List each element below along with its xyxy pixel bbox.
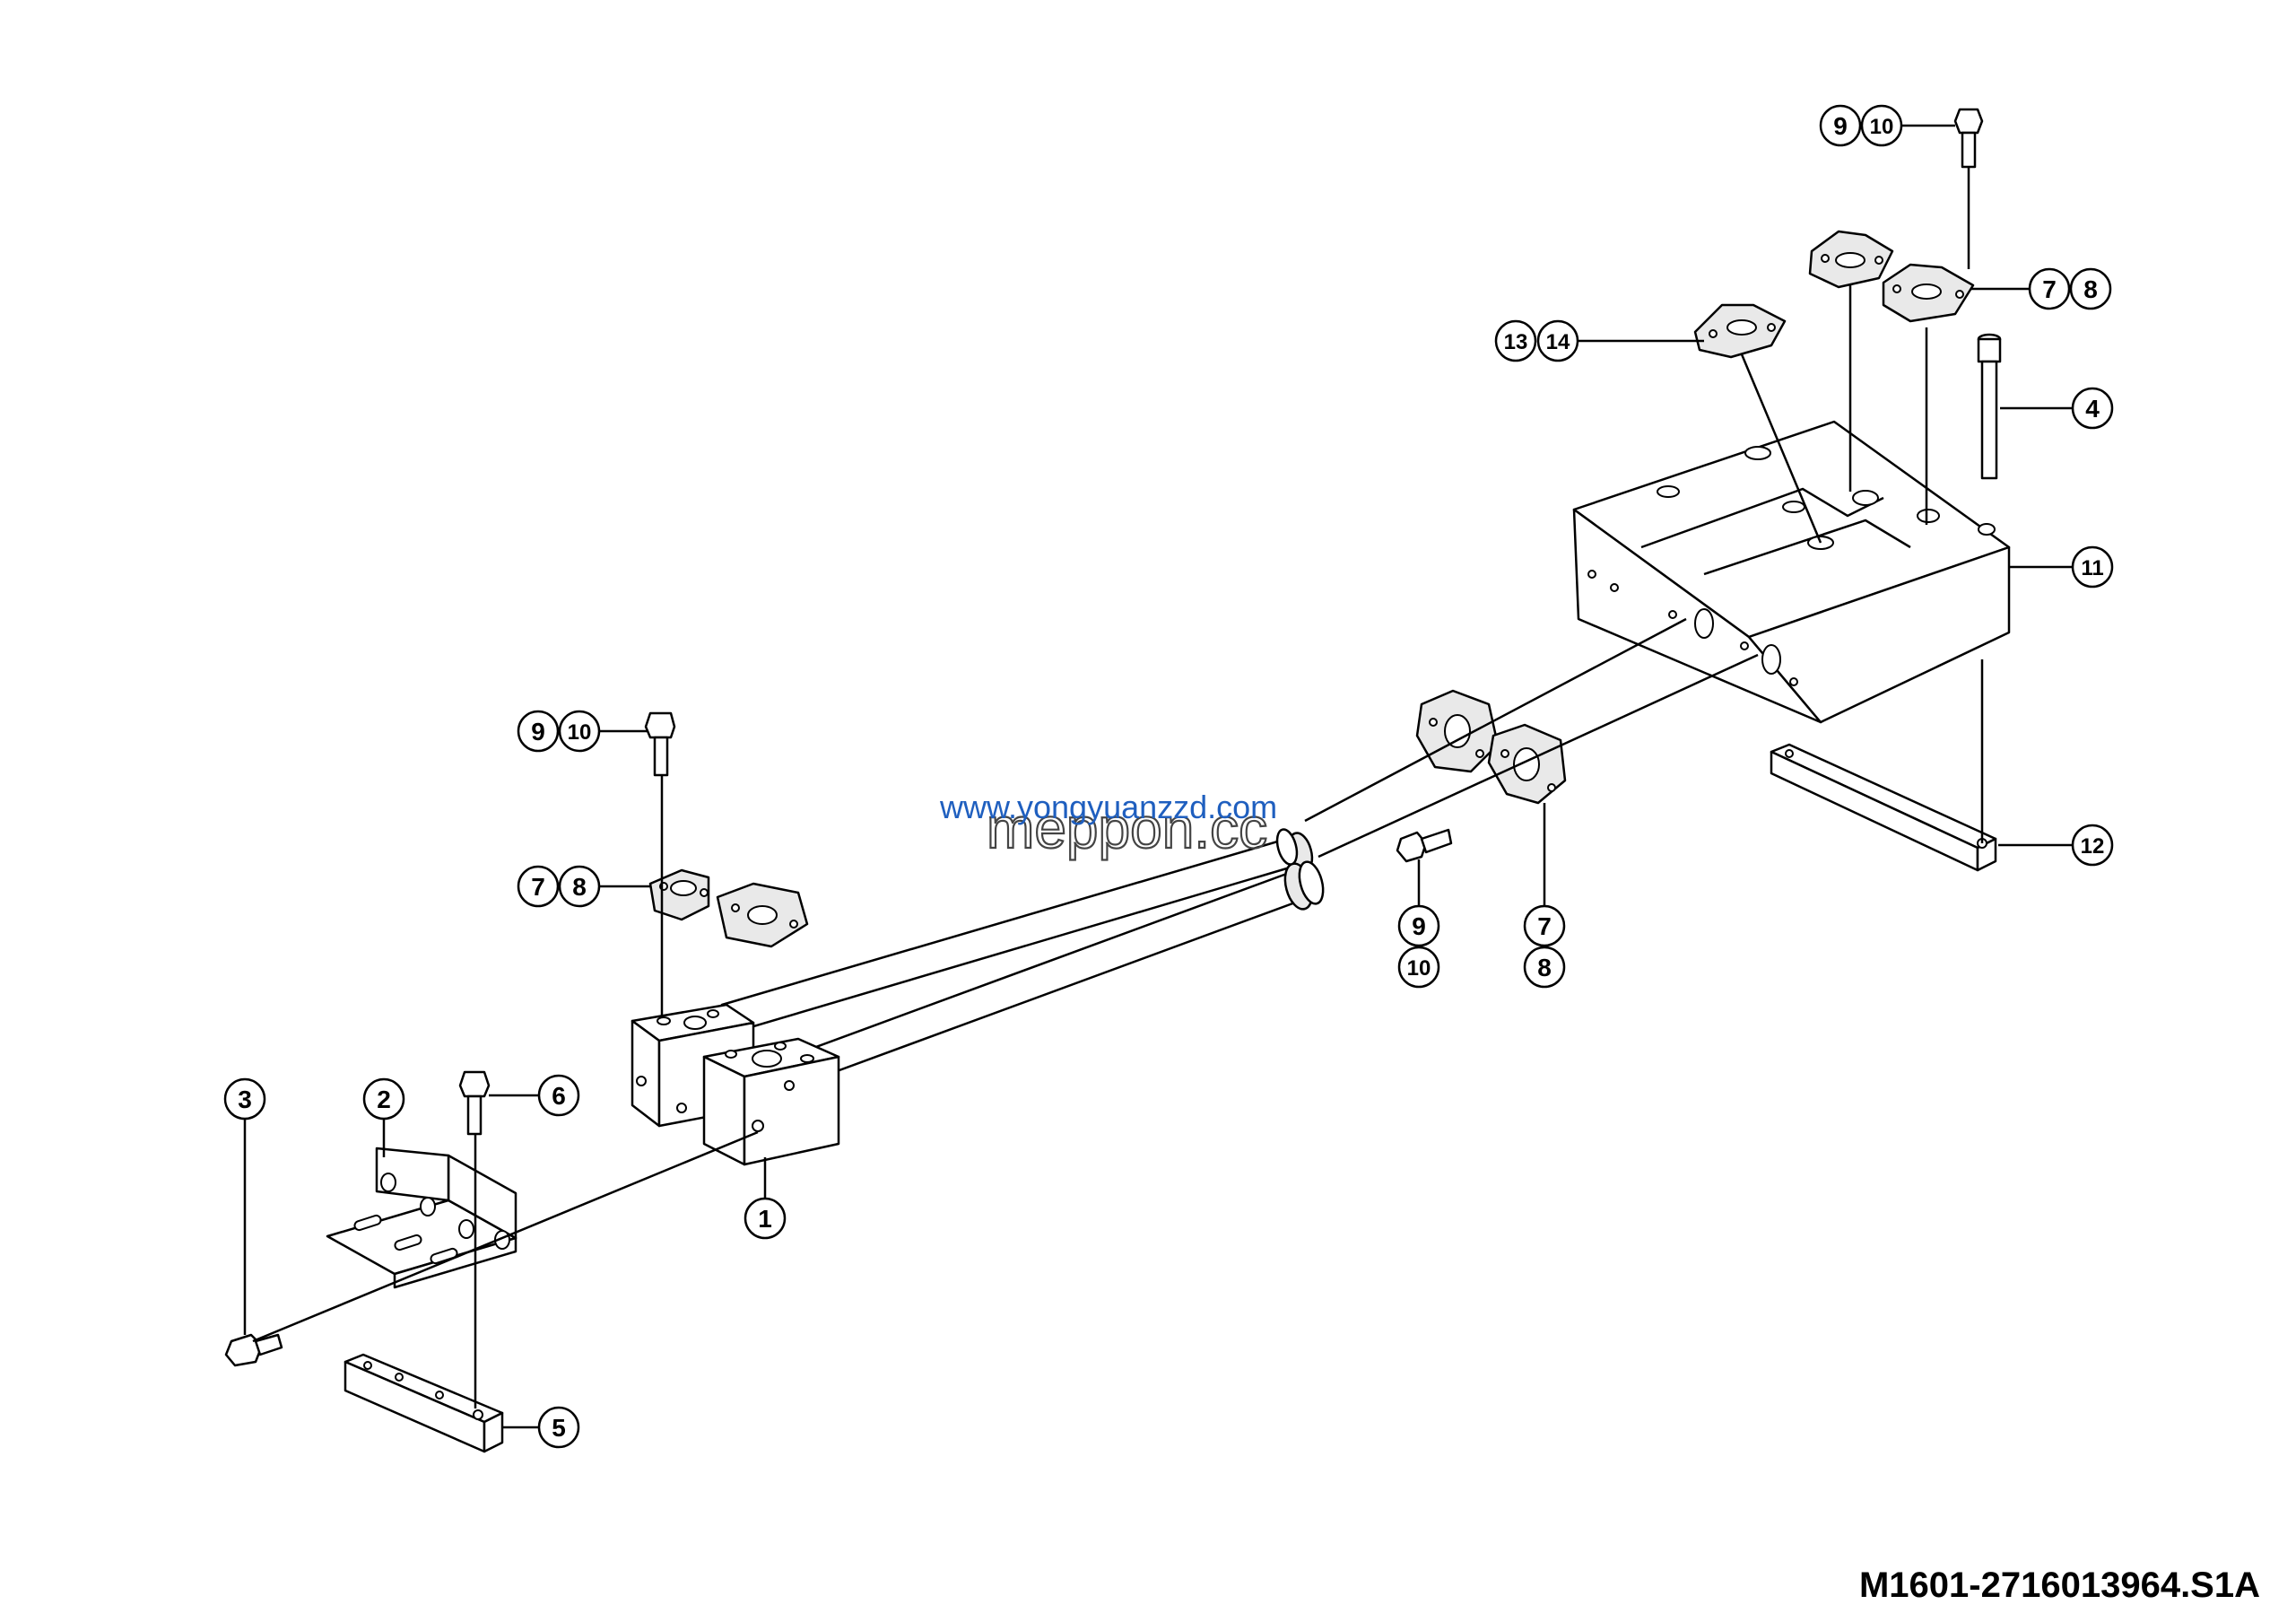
callout-label: 8: [1537, 954, 1552, 981]
top-screw: [1953, 108, 1984, 169]
callout-10-middle: 10: [1397, 946, 1440, 989]
flange-13-14: [1693, 303, 1787, 359]
callout-label: 8: [572, 873, 587, 901]
callout-label: 7: [531, 873, 545, 901]
callout-7-left: 7: [517, 865, 560, 908]
callout-9-top: 9: [1819, 104, 1862, 147]
callout-label: 11: [2081, 556, 2103, 580]
callout-label: 7: [2042, 275, 2057, 303]
callout-label: 10: [1870, 115, 1894, 139]
left-screw: [644, 711, 676, 777]
callout-8-middle: 8: [1523, 946, 1566, 989]
callout-label: 5: [552, 1414, 566, 1442]
callout-label: 7: [1537, 912, 1552, 940]
callout-7-middle: 7: [1523, 904, 1566, 947]
callout-label: 9: [1833, 112, 1848, 140]
callout-label: 10: [568, 720, 592, 745]
callout-12: 12: [2071, 824, 2114, 867]
part-5-bar: [344, 1353, 504, 1453]
callout-9-middle: 9: [1397, 904, 1440, 947]
callout-label: 9: [1412, 912, 1426, 940]
callout-14: 14: [1536, 319, 1579, 362]
left-flange-pair: [648, 868, 809, 948]
callout-13: 13: [1494, 319, 1537, 362]
part-12-bar: [1770, 743, 1997, 872]
callout-8-top: 8: [2069, 267, 2112, 310]
middle-screw: [1396, 828, 1453, 863]
callout-label: 6: [552, 1082, 566, 1110]
callout-4: 4: [2071, 387, 2114, 430]
callout-9-left: 9: [517, 710, 560, 753]
part-4-bolt: [1977, 333, 2002, 480]
callout-7-top: 7: [2028, 267, 2071, 310]
callout-10-top: 10: [1860, 104, 1903, 147]
callout-label: 12: [2081, 834, 2105, 859]
part-6-bolt: [458, 1070, 491, 1136]
callout-10-left: 10: [558, 710, 601, 753]
callout-label: 9: [531, 718, 545, 746]
callout-label: 2: [377, 1086, 391, 1113]
part-2-bracket: [326, 1147, 517, 1289]
document-id: M1601-2716013964.S1A: [1859, 1565, 2260, 1605]
part-1-block-assembly: [631, 1003, 840, 1166]
callout-11: 11: [2071, 545, 2114, 589]
middle-flange-pair: [1415, 689, 1567, 805]
watermark-overlay: meppon.cc: [987, 796, 1267, 860]
top-flange-pair: [1808, 230, 1975, 323]
leader-lines: [243, 124, 2072, 1429]
callout-label: 8: [2083, 275, 2098, 303]
callout-label: 1: [758, 1205, 772, 1233]
callout-1: 1: [744, 1197, 787, 1240]
callout-8-left: 8: [558, 865, 601, 908]
callout-3: 3: [223, 1077, 266, 1121]
callout-label: 4: [2085, 395, 2100, 423]
watermark-site: www.yongyuanzzd.com: [939, 789, 1277, 825]
callout-5: 5: [537, 1406, 580, 1449]
callout-label: 14: [1546, 330, 1570, 354]
part-3-bolt: [224, 1333, 283, 1367]
callout-label: 13: [1504, 330, 1528, 354]
callout-6: 6: [537, 1074, 580, 1117]
pipe-assembly: [720, 828, 1325, 1086]
part-11-manifold: [1572, 420, 2011, 724]
callout-label: 3: [238, 1086, 252, 1113]
callout-2: 2: [362, 1077, 405, 1121]
callout-label: 10: [1407, 956, 1431, 981]
